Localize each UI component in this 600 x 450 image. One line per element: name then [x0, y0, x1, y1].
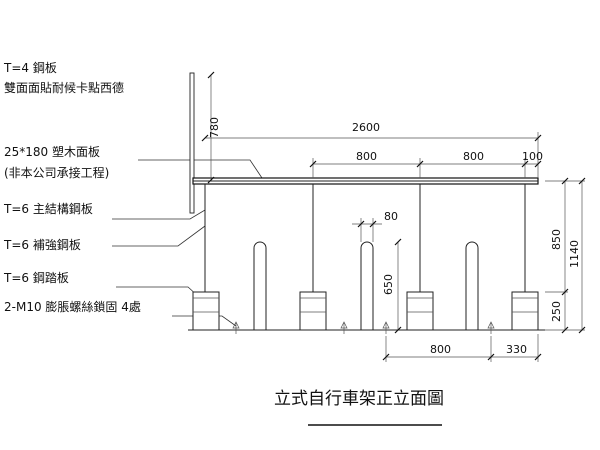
svg-text:100: 100 [522, 150, 543, 163]
dimension-650: 650 [382, 238, 402, 334]
svg-text:850: 850 [550, 229, 563, 250]
callout-step-steel: T=6 鋼踏板 [3, 271, 69, 285]
svg-text:330: 330 [506, 343, 527, 356]
bicycle-loops [253, 241, 479, 330]
callout-anchor-bolt: 2-M10 膨脹螺絲鎖固 4處 [4, 299, 141, 314]
dimension-bottom-row: 800 330 [382, 334, 542, 362]
svg-text:1140: 1140 [568, 240, 581, 268]
callout-wood-panel-note: (非本公司承接工程) [4, 165, 109, 180]
svg-text:800: 800 [430, 343, 451, 356]
vertical-posts [204, 184, 526, 292]
callout-plate-t4: T=4 鋼板 [3, 61, 57, 75]
base-blocks [192, 291, 539, 331]
anchor-markers [232, 321, 495, 334]
callout-reinforce-steel: T=6 補強鋼板 [3, 238, 81, 252]
dimension-right-stack: 850 250 1140 [545, 177, 586, 334]
t4-steel-plate [189, 72, 195, 214]
svg-text:800: 800 [356, 150, 377, 163]
dimension-780: 780 [207, 71, 221, 184]
svg-text:800: 800 [463, 150, 484, 163]
dimension-spacing-row: 800 800 100 [309, 150, 543, 178]
drawing-title: 立式自行車架正立面圖 [274, 389, 444, 409]
dimension-80: 80 [352, 210, 398, 242]
svg-text:250: 250 [550, 301, 563, 322]
callout-main-steel: T=6 主結構鋼板 [3, 202, 93, 216]
callout-wood-panel: 25*180 塑木面板 [4, 144, 100, 159]
svg-text:650: 650 [382, 274, 395, 295]
svg-text:780: 780 [208, 117, 221, 138]
svg-text:80: 80 [384, 210, 398, 223]
dimension-2600: 2600 [201, 121, 542, 178]
callout-plate-t4-note: 雙面面貼耐候卡點西德 [4, 80, 124, 95]
svg-text:2600: 2600 [352, 121, 380, 134]
